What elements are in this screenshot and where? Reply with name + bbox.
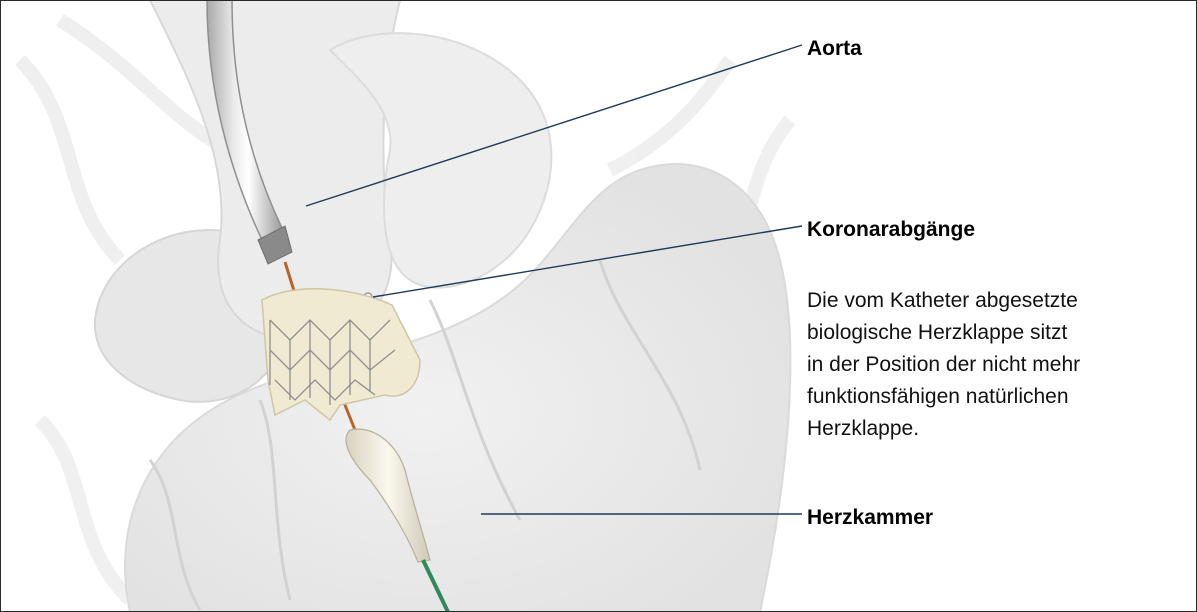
- label-herzkammer: Herzkammer: [807, 507, 933, 528]
- description-line: biologische Herzklappe sitzt: [807, 317, 1192, 349]
- label-aorta: Aorta: [807, 38, 862, 59]
- description-line: funktionsfähigen natürlichen: [807, 381, 1192, 413]
- description-text: Die vom Katheter abgesetzte biologische …: [807, 285, 1192, 445]
- description-line: Die vom Katheter abgesetzte: [807, 285, 1192, 317]
- description-line: in der Position der nicht mehr: [807, 349, 1192, 381]
- description-line: Herzklappe.: [807, 413, 1192, 445]
- label-koronarabgaenge: Koronarabgänge: [807, 219, 975, 240]
